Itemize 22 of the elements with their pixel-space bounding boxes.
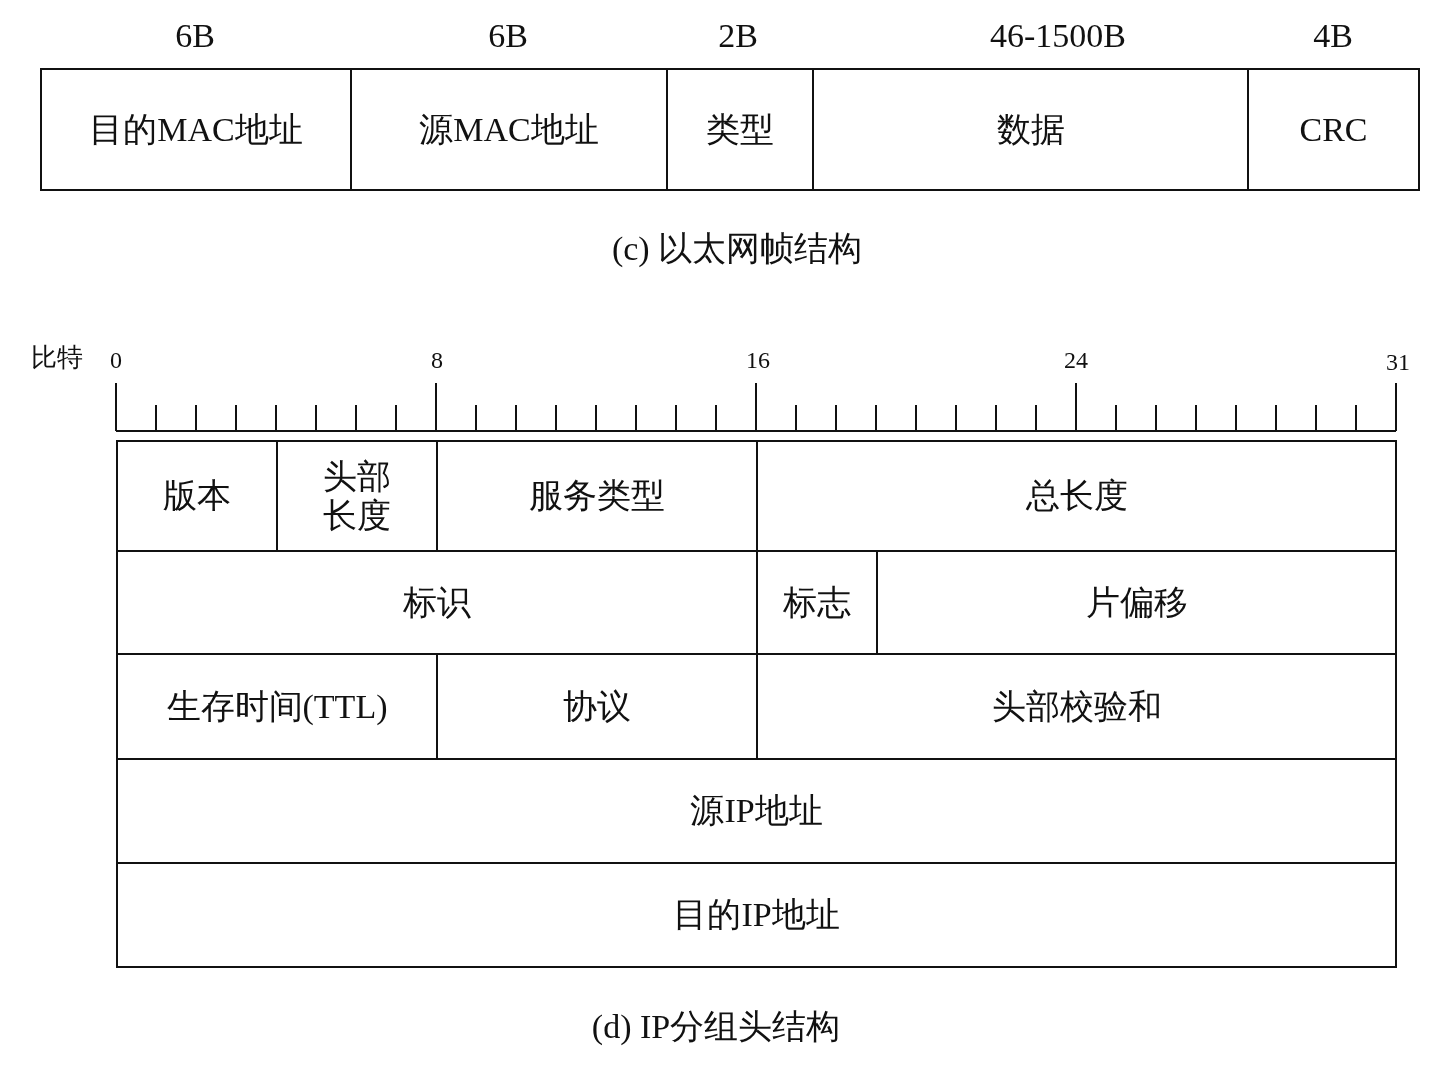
figure-caption: (c) 以太网帧结构 [611, 229, 863, 269]
frame-field: 源MAC地址 [350, 68, 668, 191]
header-field: 版本 [116, 440, 278, 552]
bit-number: 31 [1386, 348, 1410, 376]
bit-number: 24 [1064, 346, 1088, 374]
axis-label: 比特 [31, 341, 83, 374]
byte-size-label: 6B [488, 17, 528, 55]
frame-field: CRC [1247, 68, 1420, 191]
frame-field: 目的MAC地址 [40, 68, 352, 191]
byte-size-label: 46-1500B [990, 17, 1126, 55]
bit-number: 8 [431, 346, 443, 374]
header-field: 目的IP地址 [116, 862, 1397, 968]
byte-size-label: 6B [175, 17, 215, 55]
frame-field: 数据 [812, 68, 1249, 191]
bit-number: 16 [746, 346, 770, 374]
figure-caption: (d) IP分组头结构 [591, 1007, 841, 1047]
header-field: 总长度 [756, 440, 1397, 552]
header-field: 源IP地址 [116, 758, 1397, 864]
bit-number: 0 [110, 346, 122, 374]
byte-size-label: 4B [1313, 17, 1353, 55]
frame-field: 类型 [666, 68, 814, 191]
byte-size-label: 2B [718, 17, 758, 55]
